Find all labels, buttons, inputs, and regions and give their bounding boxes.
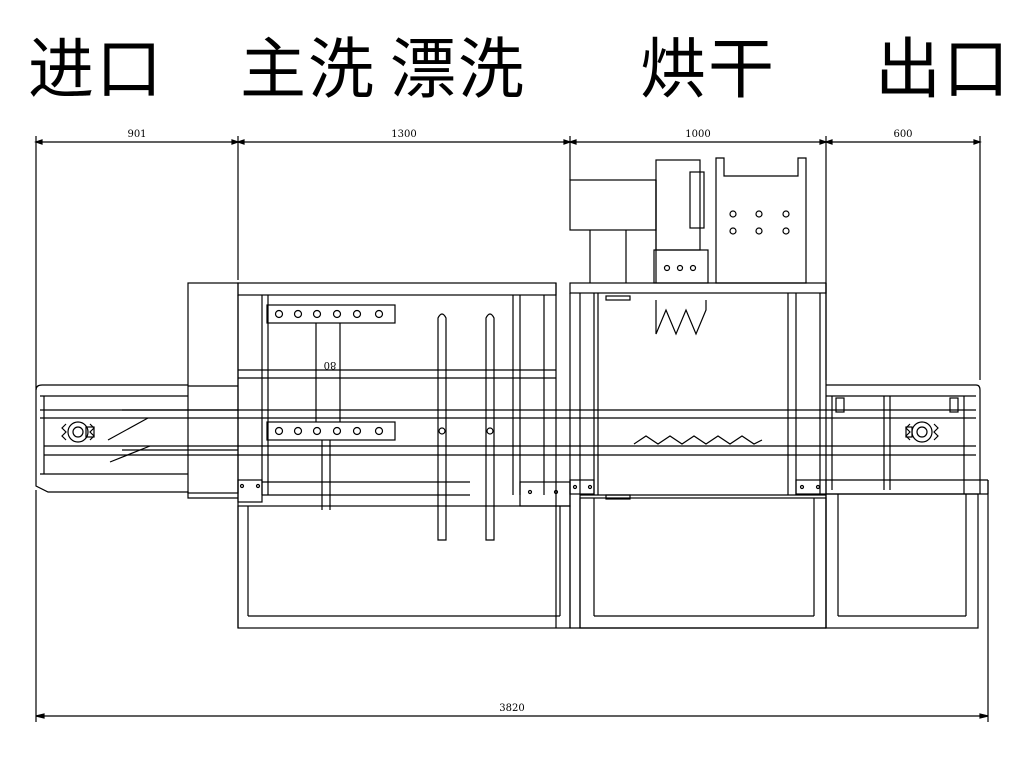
dim-label-outlet: 600 xyxy=(893,129,912,140)
inlet-conveyor xyxy=(35,282,239,499)
dim-label-total: 3820 xyxy=(499,703,524,714)
wash-rinse-section xyxy=(237,282,571,629)
outlet-conveyor xyxy=(825,384,989,629)
stage-label-drying: 烘干 xyxy=(640,31,776,108)
dim-label-drying: 1000 xyxy=(685,129,710,140)
dim-label-wash-rinse: 1300 xyxy=(391,129,416,140)
bottom-dimension-line xyxy=(35,480,989,722)
outlet-sprocket-icon xyxy=(905,421,939,443)
stage-label-outlet: 出口 xyxy=(875,31,1011,108)
conveyor-belt-lines xyxy=(40,409,976,456)
inlet-sprocket-icon xyxy=(61,421,95,443)
top-dimension-lines xyxy=(34,136,982,390)
stage-label-main-wash: 主洗 xyxy=(240,31,376,108)
stage-label-rinse: 漂洗 xyxy=(390,31,526,108)
stage-labels: 进口 主洗 漂洗 烘干 出口 xyxy=(0,0,1024,120)
drying-section xyxy=(569,157,827,629)
dim-label-tank-detail: 80 xyxy=(324,359,337,370)
stage-label-inlet: 进口 xyxy=(28,31,164,108)
dim-label-inlet: 901 xyxy=(127,129,146,140)
